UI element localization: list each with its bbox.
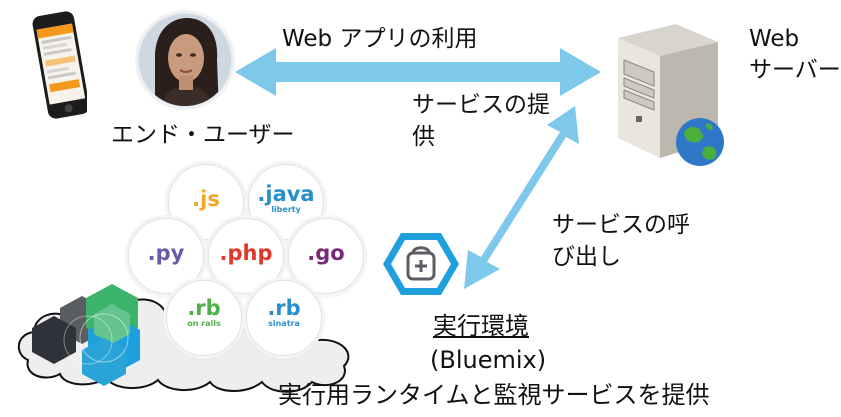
- server-icon: [618, 24, 724, 166]
- runtime-description: 実行用ランタイムと監視サービスを提供: [278, 381, 710, 409]
- web-server-label-line2: サーバー: [749, 57, 841, 83]
- service-call-label-line2: び出し: [552, 244, 621, 270]
- web-app-usage-label: Web アプリの利用: [282, 26, 478, 52]
- end-user-label: エンド・ユーザー: [111, 122, 295, 148]
- runtime-java-label: .java: [257, 182, 315, 206]
- runtime-rb-rails-label: .rb: [187, 296, 221, 320]
- service-provide-label-line1: サービスの提: [412, 92, 550, 118]
- runtime-js-label: .js: [192, 187, 220, 211]
- service-call-label-line1: サービスの呼: [552, 212, 690, 238]
- runtime-title: 実行環境: [433, 312, 529, 340]
- web-server-label-line1: Web: [749, 26, 800, 52]
- runtime-bubble-php: .php: [208, 218, 284, 294]
- runtime-rb-sinatra-sub: sinatra: [268, 319, 300, 328]
- end-user-avatar: [133, 8, 237, 112]
- smartphone-image: [27, 10, 90, 122]
- runtime-bubble-go: .go: [288, 218, 364, 294]
- runtime-php-label: .php: [219, 241, 273, 265]
- web-app-usage-arrow: [235, 48, 601, 96]
- runtime-rb-rails-sub: on rails: [187, 319, 221, 328]
- runtime-bubble-rb-rails: .rb on rails: [166, 280, 242, 356]
- runtime-java-sub: liberty: [271, 205, 301, 214]
- service-call-arrow: [464, 106, 579, 289]
- person-icon: [135, 10, 235, 110]
- runtime-rb-sinatra-label: .rb: [267, 296, 301, 320]
- runtime-py-label: .py: [147, 241, 185, 265]
- service-provide-label-line2: 供: [412, 124, 435, 150]
- runtime-name: (Bluemix): [430, 346, 547, 374]
- web-server-image: [608, 20, 733, 170]
- ibm-hexagon-logo: [32, 284, 140, 386]
- backpack-hexagon-icon: [383, 233, 459, 295]
- runtime-bubble-rb-sinatra: .rb sinatra: [246, 280, 322, 356]
- runtime-go-label: .go: [307, 241, 345, 265]
- smartphone-icon: [32, 11, 90, 119]
